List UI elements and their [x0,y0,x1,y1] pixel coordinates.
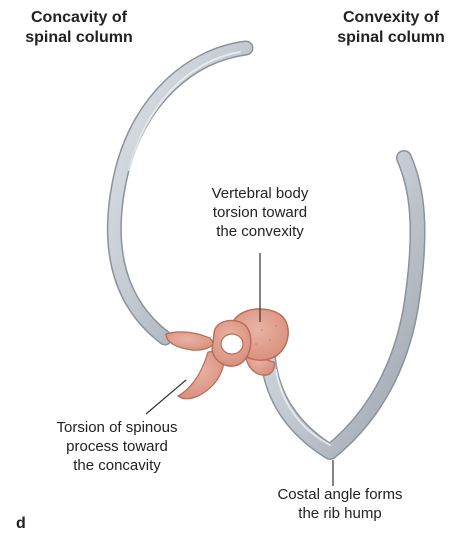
label-vertebral-body-line-1: Vertebral body [170,184,350,203]
label-costal-angle-line-2: the rib hump [230,504,450,523]
panel-letter: d [16,514,36,533]
label-vertebral-body-line-3: the convexity [170,222,350,241]
label-vertebral-body-line-2: torsion toward [170,203,350,222]
label-convexity: Convexity of spinal column [316,8,466,48]
label-convexity-line-2: spinal column [316,28,466,48]
label-convexity-line-1: Convexity of [316,8,466,28]
label-concavity: Concavity of spinal column [4,8,154,48]
label-concavity-line-1: Concavity of [4,8,154,28]
label-spinous-process-line-3: the concavity [2,456,232,475]
label-spinous-process: Torsion of spinous process toward the co… [2,418,232,475]
label-spinous-process-line-2: process toward [2,437,232,456]
label-costal-angle-line-1: Costal angle forms [230,485,450,504]
label-vertebral-body: Vertebral body torsion toward the convex… [170,184,350,241]
label-costal-angle: Costal angle forms the rib hump [230,485,450,523]
label-concavity-line-2: spinal column [4,28,154,48]
label-spinous-process-line-1: Torsion of spinous [2,418,232,437]
